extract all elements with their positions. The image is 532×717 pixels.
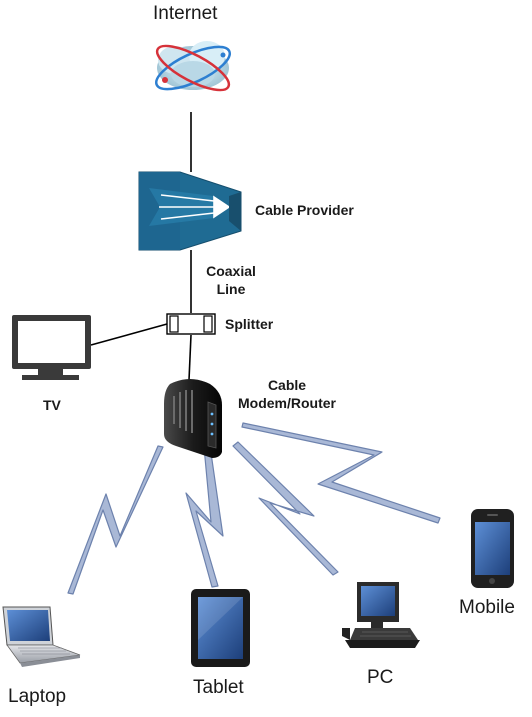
tv-icon [12, 315, 91, 380]
tv-label: TV [43, 397, 61, 413]
coaxial-line-label-line1: Coaxial [206, 263, 256, 279]
wireless-link-tablet [185, 445, 224, 588]
link-splitter-modem [188, 334, 192, 381]
wired-links [90, 112, 192, 381]
internet-label: Internet [153, 3, 218, 24]
wireless-link-mobile [241, 422, 441, 524]
wireless-link-laptop [67, 445, 164, 595]
mobile-phone-icon [471, 509, 514, 588]
cable-modem-icon [164, 379, 222, 458]
coaxial-line-label-line2: Line [216, 281, 246, 297]
link-splitter-tv [90, 323, 168, 346]
modem-label-line2: Modem/Router [238, 395, 336, 411]
laptop-label: Laptop [8, 686, 67, 707]
cable-provider-icon [138, 171, 242, 251]
cloud-globe-icon [155, 41, 231, 92]
splitter-icon [166, 313, 216, 335]
desktop-pc-icon [342, 582, 420, 648]
wireless-links [67, 422, 441, 595]
tablet-label: Tablet [193, 677, 244, 698]
modem-label-line1: Cable [267, 377, 307, 393]
splitter-label: Splitter [225, 316, 274, 332]
cable-provider-label: Cable Provider [255, 202, 354, 218]
modem-label: Cable Modem/Router [230, 376, 344, 412]
mobile-label: Mobile [459, 597, 515, 618]
laptop-icon [2, 606, 81, 667]
wireless-link-pc [232, 441, 339, 576]
pc-label: PC [367, 667, 394, 688]
coaxial-line-label: Coaxial Line [198, 262, 264, 298]
tablet-icon [191, 589, 250, 667]
